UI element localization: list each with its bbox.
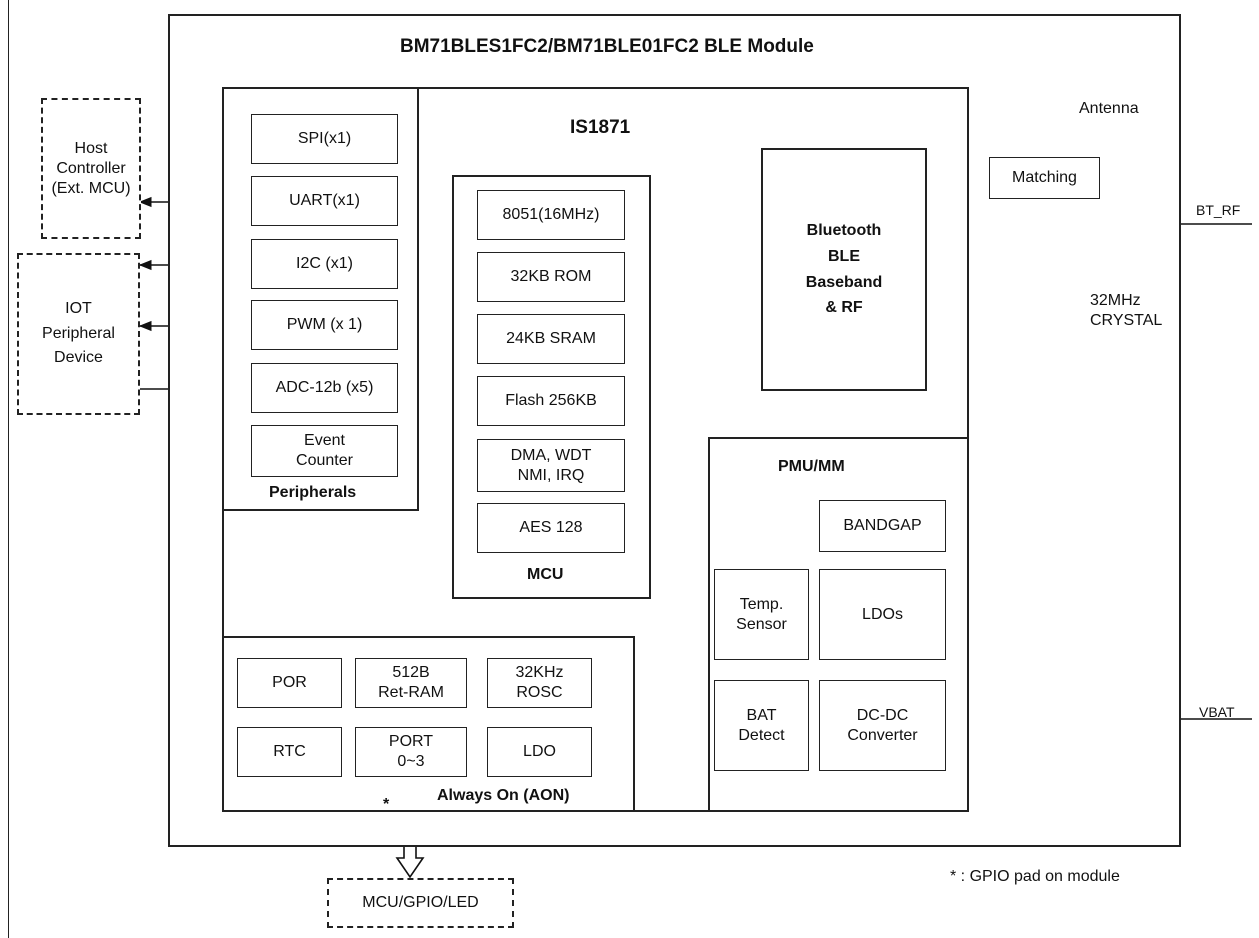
flash-block: Flash 256KB: [477, 376, 625, 426]
vbat-label: VBAT: [1199, 704, 1235, 720]
i2c-label: I2C (x1): [296, 255, 353, 272]
bandgap-block: BANDGAP: [819, 500, 946, 552]
adc-block: ADC-12b (x5): [251, 363, 398, 413]
i2c-block: I2C (x1): [251, 239, 398, 289]
aes-block: AES 128: [477, 503, 625, 553]
rom-label: 32KB ROM: [510, 268, 592, 285]
bt-rf-label: BT_RF: [1196, 202, 1241, 218]
bluetooth-label: Bluetooth BLE Baseband & RF: [805, 222, 883, 317]
por-block: POR: [237, 658, 342, 708]
uart-label: UART(x1): [289, 192, 360, 209]
event-counter-block: Event Counter: [251, 425, 398, 477]
rtc-block: RTC: [237, 727, 342, 777]
flash-label: Flash 256KB: [505, 392, 597, 409]
bandgap-label: BANDGAP: [843, 517, 922, 534]
iot-device-label: IOT Peripheral Device: [42, 299, 115, 367]
aes-label: AES 128: [519, 519, 583, 536]
dcdc-label: DC-DC Converter: [847, 706, 918, 744]
host-controller-label: Host Controller (Ext. MCU): [51, 139, 131, 197]
matching-label: Matching: [1012, 169, 1077, 186]
matching-block: Matching: [989, 157, 1100, 199]
ldo-block: LDO: [487, 727, 592, 777]
bat-detect-label: BAT Detect: [738, 706, 785, 744]
ret-ram-label: 512B Ret-RAM: [378, 664, 444, 701]
mcu-core-block: 8051(16MHz): [477, 190, 625, 240]
mcu-core-label: 8051(16MHz): [502, 206, 600, 223]
ldo-label: LDO: [523, 743, 556, 760]
rom-block: 32KB ROM: [477, 252, 625, 302]
peripherals-title: Peripherals: [269, 484, 357, 501]
ret-ram-block: 512B Ret-RAM: [355, 658, 467, 708]
chip-title: IS1871: [570, 117, 631, 138]
ldos-label: LDOs: [862, 605, 903, 623]
mcu-gpio-led-label: MCU/GPIO/LED: [362, 894, 479, 911]
diagram-frame: [8, 0, 1259, 938]
sram-label: 24KB SRAM: [506, 330, 596, 347]
bluetooth-block: Bluetooth BLE Baseband & RF: [761, 148, 927, 391]
temp-sensor-block: Temp. Sensor: [714, 569, 809, 660]
bat-detect-block: BAT Detect: [714, 680, 809, 771]
antenna-label: Antenna: [1079, 100, 1139, 117]
mcu-title: MCU: [527, 566, 564, 583]
spi-label: SPI(x1): [297, 130, 352, 147]
footnote: * : GPIO pad on module: [950, 868, 1120, 885]
pwm-label: PWM (x 1): [286, 316, 363, 333]
mcu-gpio-led-box: MCU/GPIO/LED: [327, 878, 514, 928]
iot-device-box: IOT Peripheral Device: [17, 253, 140, 415]
temp-sensor-label: Temp. Sensor: [736, 595, 787, 633]
rosc-label: 32KHz ROSC: [515, 664, 564, 701]
dma-label: DMA, WDT NMI, IRQ: [510, 446, 592, 484]
port-block: PORT 0~3: [355, 727, 467, 777]
event-counter-label: Event Counter: [296, 432, 353, 469]
rosc-block: 32KHz ROSC: [487, 658, 592, 708]
module-title: BM71BLES1FC2/BM71BLE01FC2 BLE Module: [400, 36, 814, 57]
port-label: PORT 0~3: [388, 733, 434, 770]
adc-label: ADC-12b (x5): [275, 379, 374, 396]
dcdc-block: DC-DC Converter: [819, 680, 946, 771]
crystal-label: 32MHz CRYSTAL: [1090, 292, 1163, 329]
host-controller-box: Host Controller (Ext. MCU): [41, 98, 141, 239]
spi-block: SPI(x1): [251, 114, 398, 164]
sram-block: 24KB SRAM: [477, 314, 625, 364]
aon-title: Always On (AON): [437, 787, 570, 804]
dma-block: DMA, WDT NMI, IRQ: [477, 439, 625, 492]
asterisk-marker: *: [383, 796, 390, 813]
ldos-block: LDOs: [819, 569, 946, 660]
rtc-label: RTC: [273, 743, 306, 760]
por-label: POR: [272, 674, 307, 691]
pwm-block: PWM (x 1): [251, 300, 398, 350]
pmu-title: PMU/MM: [778, 458, 845, 475]
uart-block: UART(x1): [251, 176, 398, 226]
